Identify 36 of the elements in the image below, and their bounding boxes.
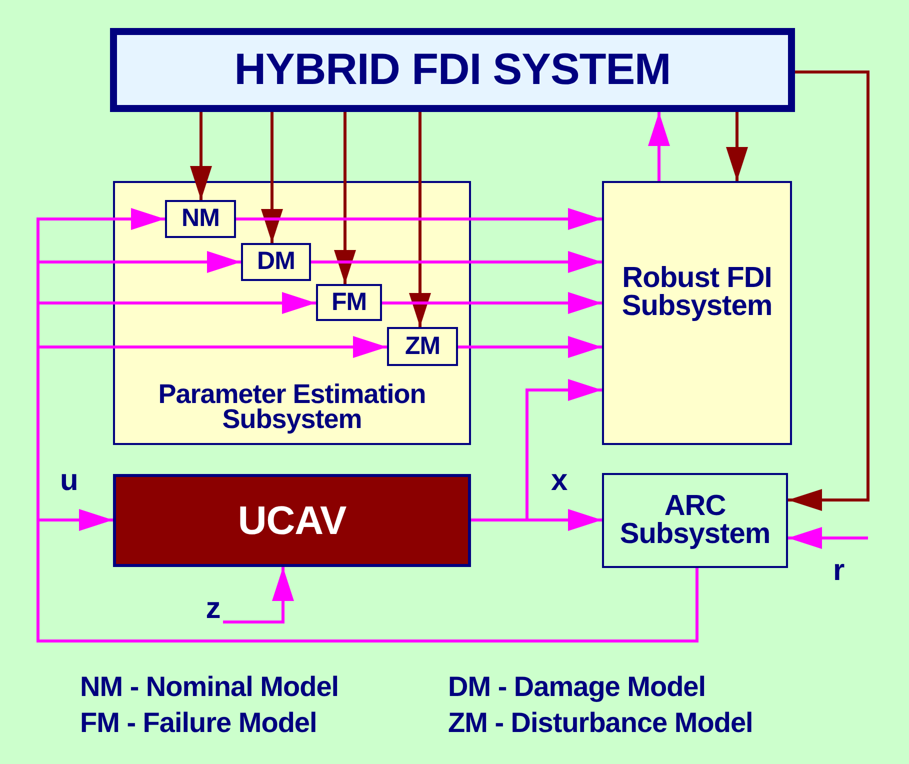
block-label: DM	[257, 250, 295, 274]
arrow	[788, 70, 870, 511]
arrow	[648, 112, 670, 181]
model-box	[316, 284, 382, 321]
block-label: FM	[331, 290, 367, 314]
arrow	[726, 112, 748, 181]
subsystem-panel	[602, 181, 792, 445]
block-label: HYBRID FDI SYSTEM	[234, 49, 671, 91]
arrow	[311, 251, 602, 273]
block-label: Parameter Estimation Subsystem	[157, 382, 427, 433]
signal-label: z	[206, 594, 220, 624]
model-box	[165, 200, 236, 238]
arrow	[190, 112, 212, 200]
legend-note: DM - Damage Model	[448, 673, 706, 701]
block-label: ARC Subsystem	[618, 492, 772, 548]
arrow	[458, 336, 602, 358]
arrow	[223, 567, 294, 624]
block-label: Robust FDI Subsystem	[620, 265, 774, 321]
plant-block	[113, 474, 471, 567]
arrow	[788, 527, 868, 549]
model-box	[241, 243, 311, 281]
arrow	[236, 208, 602, 230]
legend-note: ZM - Disturbance Model	[448, 709, 753, 737]
subsystem-box	[602, 473, 788, 568]
arrow	[382, 292, 602, 314]
arrow	[409, 112, 431, 327]
system-box	[110, 28, 795, 112]
block-label: NM	[182, 207, 220, 231]
legend-note: FM - Failure Model	[80, 709, 317, 737]
block-label: ZM	[404, 334, 440, 358]
arrow	[261, 112, 283, 243]
model-box	[387, 327, 458, 366]
arrow	[334, 112, 356, 284]
legend-note: NM - Nominal Model	[80, 673, 339, 701]
block-label: UCAV	[238, 502, 346, 540]
subsystem-panel	[113, 181, 471, 445]
